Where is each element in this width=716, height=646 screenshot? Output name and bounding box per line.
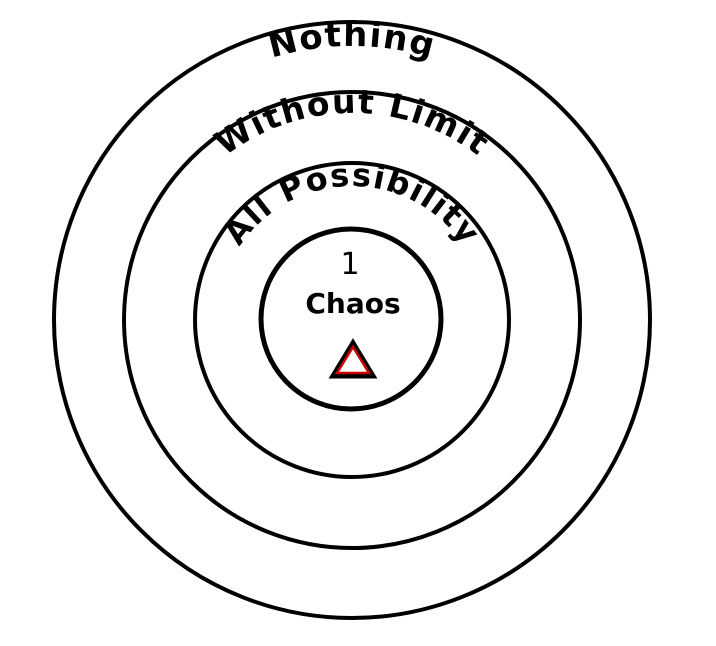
third-ring bbox=[193, 161, 511, 479]
second-ring-label: Without Limit bbox=[208, 82, 498, 163]
center-circle bbox=[258, 226, 444, 412]
triangle-icon bbox=[328, 338, 378, 379]
outer-ring-label: Nothing bbox=[264, 15, 440, 67]
center-number: 1 bbox=[340, 247, 359, 282]
outer-ring bbox=[52, 20, 652, 620]
second-ring bbox=[122, 90, 582, 550]
center-label: Chaos bbox=[305, 287, 400, 320]
